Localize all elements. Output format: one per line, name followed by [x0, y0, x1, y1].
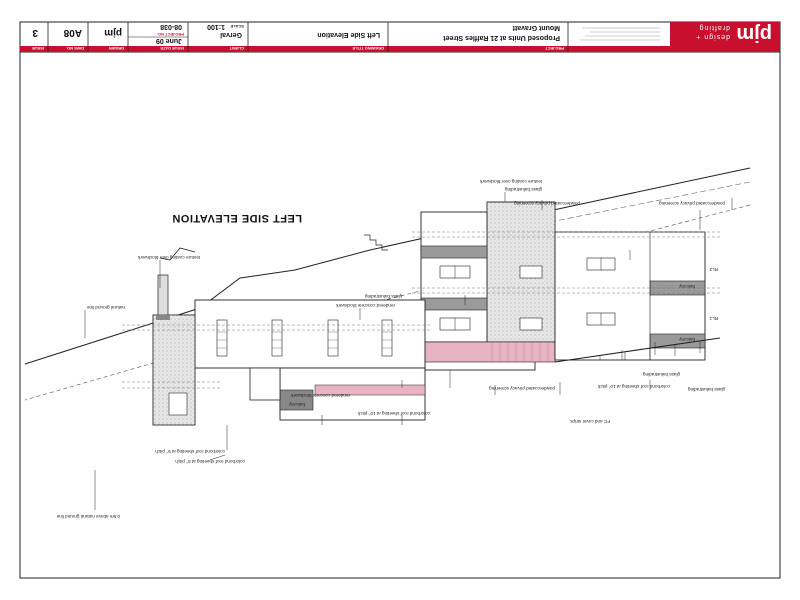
- window: [168, 392, 188, 416]
- elevation-title: LEFT SIDE ELEVATION: [172, 212, 302, 224]
- label-colorbond-roof-3: colorbond roof sheeting at 10° pitch: [357, 411, 430, 416]
- firm-logo: pjm: [736, 23, 772, 45]
- glass-balustrade: [420, 245, 488, 259]
- drawing-title: Left Side Elevation: [317, 31, 380, 38]
- project-no-label: PROJECT NO.: [157, 32, 184, 37]
- dwg-no-value: A08: [63, 27, 82, 38]
- firm-logo-block: [670, 22, 780, 52]
- window: [519, 265, 543, 279]
- project-line-1: Proposed Units at 21 Raffles Street: [443, 34, 560, 41]
- firm-tagline-2: drafting: [699, 24, 730, 31]
- level-lines: [120, 231, 720, 389]
- window: [327, 319, 339, 357]
- label-colorbond-roof-1: colorbond roof sheeting at 5° pitch: [175, 459, 245, 464]
- window: [271, 319, 283, 357]
- label-rendered-block-lower: rendered concrete blockwork: [290, 393, 350, 398]
- carport-posts: [599, 341, 701, 360]
- label-glass-balustrading-1: glass balustrading: [505, 187, 542, 192]
- roof-strip: [314, 384, 426, 396]
- label-offset-ground-line: 0.5m above natural ground line: [56, 514, 120, 519]
- carport-roof: [554, 337, 721, 363]
- firm-tagline-1: design +: [695, 33, 730, 40]
- scale-value: 1:100: [207, 23, 225, 30]
- drawing-title-label: DRAWING TITLE: [352, 46, 384, 51]
- scale-label: SCALE: [230, 24, 244, 29]
- screen-slats: [491, 342, 549, 362]
- label-fc-cover-strips: FC and cover strips: [569, 419, 610, 424]
- glass-balustrade: [420, 297, 488, 311]
- label-powdercoated-privacy-3: powdercoated privacy screening: [489, 386, 555, 391]
- label-glass-balustrading-2: glass balustrading: [365, 294, 402, 299]
- leader-lines: [84, 192, 733, 510]
- label-rl-1: RL1: [709, 316, 718, 321]
- date-label: ISSUE DATE: [160, 46, 184, 51]
- stairs: [364, 234, 388, 251]
- label-powdercoated-privacy-2: powdercoated privacy screening: [659, 201, 725, 206]
- label-rl-2: RL2: [709, 267, 718, 272]
- label-rendered-block-upper: rendered concrete blockwork: [335, 303, 395, 308]
- client-label: CLIENT: [229, 46, 244, 51]
- issue-value: 3: [32, 27, 38, 38]
- label-texture-coating: texture coating over blockwork: [137, 255, 200, 260]
- firm-address: [580, 27, 660, 41]
- label-powdercoated-privacy: powdercoated privacy screening: [514, 201, 580, 206]
- label-texture-coating-2: texture coating over blockwork: [479, 179, 542, 184]
- label-colorbond-roof-4: colorbond roof sheeting at 10° pitch: [597, 384, 670, 389]
- client-value: Gerval: [220, 31, 242, 38]
- balcony-box: [249, 367, 281, 401]
- label-colorbond-roof-2: colorbond roof sheeting at 5° pitch: [155, 449, 225, 454]
- label-balcony-1: balcony: [288, 402, 305, 407]
- label-natural-ground-line: natural ground line: [87, 305, 125, 310]
- issue-label: ISSUE: [32, 46, 44, 51]
- privacy-screening-strip: [420, 341, 556, 363]
- label-balcony-3: balcony: [678, 284, 695, 289]
- project-no-value: 08-038: [160, 23, 182, 30]
- drawn-label: DRAWN: [109, 46, 124, 51]
- label-glass-balustrading-4: glass balustrading: [643, 372, 680, 377]
- title-block: pjm design + drafting PROJECT DRAWING TI…: [19, 21, 781, 53]
- window: [216, 319, 228, 357]
- issue-date-value: June 09: [156, 37, 182, 44]
- elevation-drawing: LEFT SIDE ELEVATION: [24, 167, 751, 519]
- project-line-2: Mount Gravatt: [512, 24, 560, 31]
- flue: [157, 274, 169, 316]
- label-glass-balustrading-3: glass balustrading: [688, 387, 725, 392]
- drawn-value: pjm: [104, 27, 122, 38]
- window: [519, 317, 543, 331]
- window: [381, 319, 393, 357]
- flue-cap: [156, 315, 170, 320]
- retaining-steps: [159, 247, 196, 261]
- dwg-label: DWG NO.: [66, 46, 84, 51]
- project-label: PROJECT: [545, 46, 564, 51]
- label-balcony-2: balcony: [678, 337, 695, 342]
